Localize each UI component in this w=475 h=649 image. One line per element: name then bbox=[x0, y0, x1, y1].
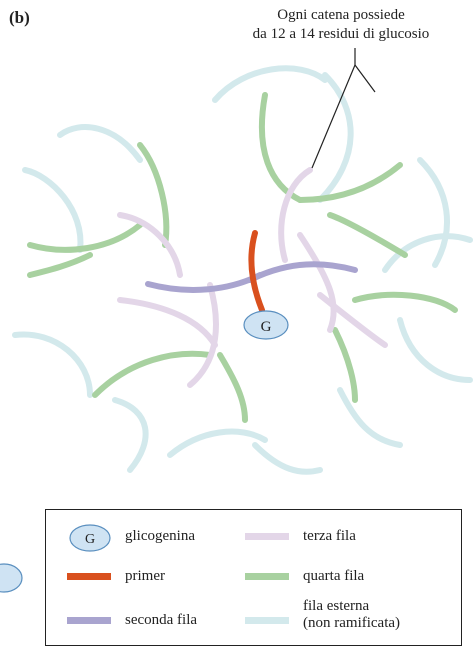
third-chain bbox=[300, 235, 334, 330]
outer-chain bbox=[15, 334, 90, 395]
callout-line-2: da 12 a 14 residui di glucosio bbox=[210, 25, 472, 44]
legend-primer-label: primer bbox=[125, 568, 165, 585]
second-chain bbox=[148, 275, 260, 290]
legend-outer-tier-line-1: fila esterna bbox=[303, 598, 400, 615]
fourth-chain bbox=[30, 255, 90, 275]
fourth-chain bbox=[330, 215, 405, 255]
legend-fourth-tier-swatch bbox=[245, 573, 289, 580]
legend-third-tier-swatch bbox=[245, 533, 289, 540]
legend-glycogenin-label: glicogenina bbox=[125, 528, 195, 545]
outer-chain bbox=[340, 390, 400, 445]
fourth-chain bbox=[95, 354, 210, 395]
third-chain bbox=[120, 300, 215, 345]
outer-chain bbox=[60, 127, 140, 160]
legend-outer-tier-line-2: (non ramificata) bbox=[303, 615, 400, 632]
outer-chain bbox=[400, 320, 470, 380]
primer-chain bbox=[251, 233, 262, 310]
legend-second-tier-label: seconda fila bbox=[125, 612, 197, 629]
fourth-chain bbox=[355, 295, 455, 310]
outer-chain bbox=[215, 68, 325, 100]
legend-third-tier-label: terza fila bbox=[303, 528, 356, 545]
legend-outer-tier-label: fila esterna (non ramificata) bbox=[303, 598, 400, 632]
panel-label: (b) bbox=[9, 8, 30, 28]
fourth-chain bbox=[300, 165, 400, 200]
third-chain bbox=[320, 295, 385, 345]
legend-outer-tier-swatch bbox=[245, 617, 289, 624]
fourth-chain bbox=[220, 355, 245, 420]
legend-second-tier-swatch bbox=[67, 617, 111, 624]
legend-primer-swatch bbox=[67, 573, 111, 580]
callout-text: Ogni catena possiede da 12 a 14 residui … bbox=[210, 6, 472, 44]
outer-chain bbox=[255, 445, 320, 472]
glycogenin-edge-shape bbox=[0, 564, 22, 592]
callout-line-1: Ogni catena possiede bbox=[210, 6, 472, 25]
glycogenin-node-label: G bbox=[261, 319, 272, 335]
second-chain bbox=[250, 264, 355, 280]
outer-chain bbox=[420, 160, 447, 265]
outer-chain bbox=[25, 170, 80, 250]
fourth-chain bbox=[30, 225, 140, 250]
third-chain bbox=[190, 285, 216, 385]
outer-chain bbox=[170, 432, 265, 455]
legend: G glicogenina primer seconda fila terza … bbox=[45, 509, 462, 646]
legend-glycogenin-symbol: G bbox=[84, 532, 94, 547]
legend-fourth-tier-label: quarta fila bbox=[303, 568, 364, 585]
third-chain bbox=[120, 215, 180, 275]
outer-chain bbox=[115, 400, 146, 470]
